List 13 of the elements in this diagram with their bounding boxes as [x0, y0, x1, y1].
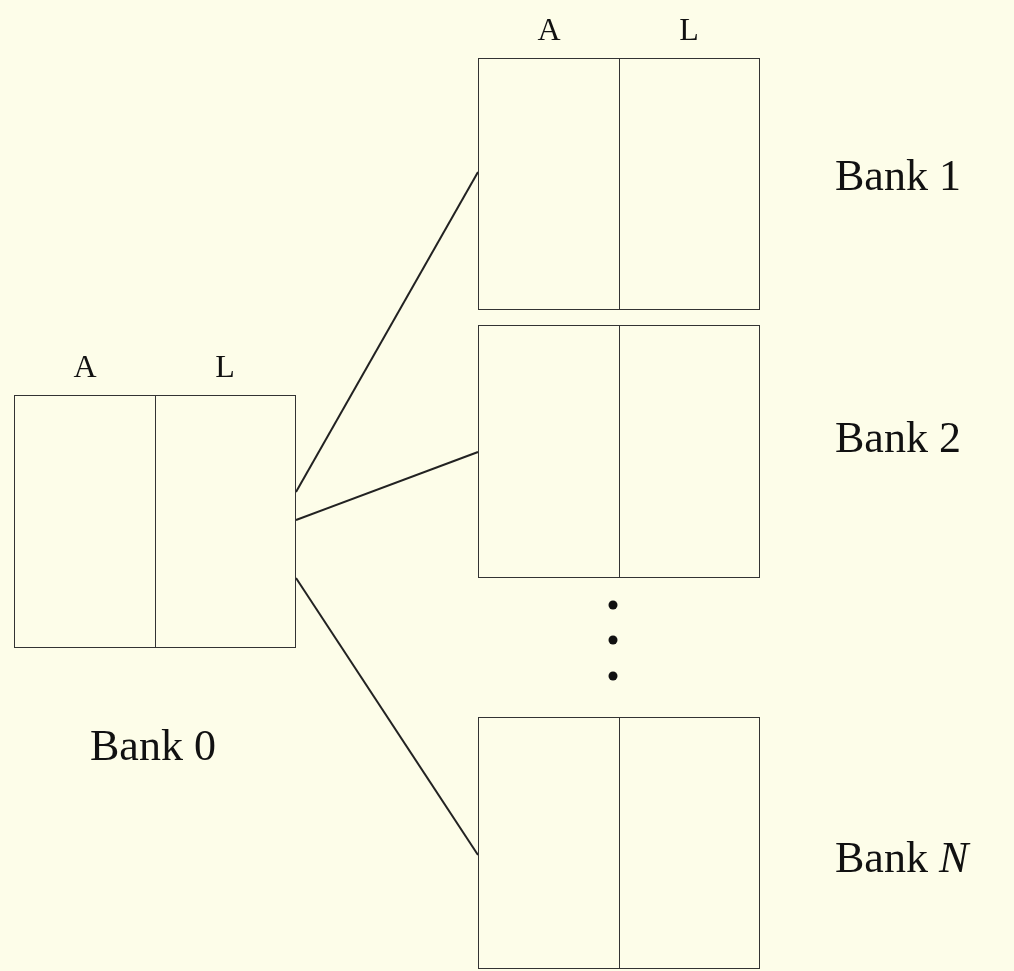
bank-label: Bank N [835, 834, 969, 883]
bank-label: Bank 0 [90, 722, 216, 771]
bank-box [478, 717, 760, 969]
column-heading: A [537, 13, 561, 45]
bank-label: Bank 1 [835, 152, 961, 201]
bank-label: Bank 2 [835, 414, 961, 463]
connector-line [295, 171, 479, 493]
connector-line [295, 451, 479, 521]
column-heading: L [679, 13, 699, 45]
column-heading: L [215, 350, 235, 382]
column-heading: A [73, 350, 97, 382]
connector-line [295, 577, 479, 856]
bank-box [478, 325, 760, 578]
